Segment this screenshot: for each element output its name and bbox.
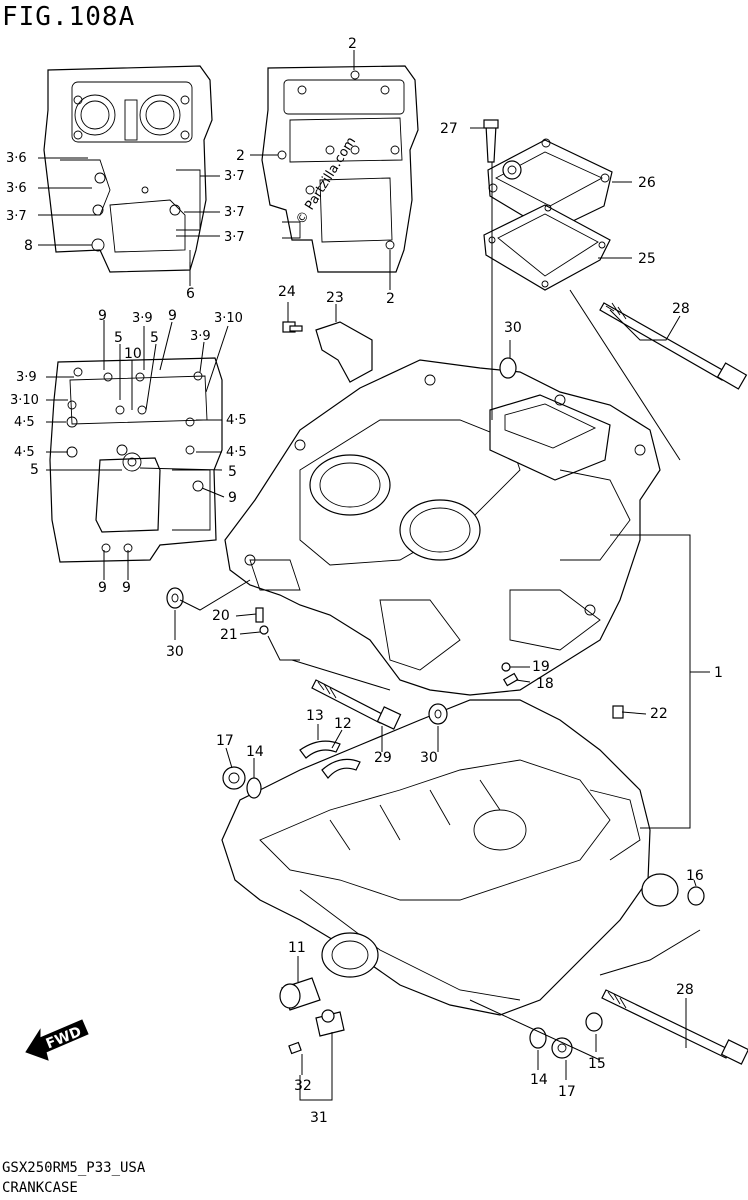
- callout-9: 9: [168, 308, 177, 324]
- callout-28: 28: [672, 301, 690, 317]
- callout-2: 2: [386, 291, 395, 307]
- callout-4-5: 4·5: [14, 445, 35, 460]
- leader-lines: [38, 50, 710, 1101]
- callout-numbers: 2 2 2 3·6 3·6 3·7 3·7 3·7 3·7 8 6 9 3·9 …: [6, 36, 723, 1126]
- inset-lower-left-view: [49, 357, 223, 563]
- callout-11: 11: [288, 940, 306, 956]
- callout-26: 26: [638, 175, 656, 191]
- lower-crankcase: [221, 699, 679, 1016]
- callout-3-7: 3·7: [224, 205, 245, 220]
- callout-16: 16: [686, 868, 704, 884]
- callout-4-5: 4·5: [226, 413, 247, 428]
- callout-9: 9: [228, 490, 237, 506]
- callout-19: 19: [532, 659, 550, 675]
- callout-31: 31: [310, 1110, 328, 1126]
- callout-3-9: 3·9: [190, 329, 211, 344]
- callout-2: 2: [236, 148, 245, 164]
- upper-crankcase: [224, 359, 661, 696]
- callout-3-9: 3·9: [132, 311, 153, 326]
- callout-30: 30: [420, 750, 438, 766]
- callout-2: 2: [348, 36, 357, 52]
- callout-25: 25: [638, 251, 656, 267]
- callout-3-9: 3·9: [16, 370, 37, 385]
- callout-32: 32: [294, 1078, 312, 1094]
- callout-14: 14: [246, 744, 264, 760]
- callout-9: 9: [98, 308, 107, 324]
- callout-13: 13: [306, 708, 324, 724]
- inset-upper-middle-view: [261, 65, 419, 273]
- callout-5: 5: [150, 330, 159, 346]
- callout-5: 5: [228, 464, 237, 480]
- callout-15: 15: [588, 1056, 606, 1072]
- callout-9: 9: [98, 580, 107, 596]
- callout-23: 23: [326, 290, 344, 306]
- callout-24: 24: [278, 284, 296, 300]
- callout-3-6: 3·6: [6, 181, 27, 196]
- callout-4-5: 4·5: [226, 445, 247, 460]
- fwd-arrow: FWD: [25, 1019, 89, 1061]
- callout-30: 30: [504, 320, 522, 336]
- callout-3-6: 3·6: [6, 151, 27, 166]
- callout-3-7: 3·7: [224, 169, 245, 184]
- callout-27: 27: [440, 121, 458, 137]
- inset-upper-left-view: [43, 65, 213, 273]
- callout-8: 8: [24, 238, 33, 254]
- callout-17: 17: [216, 733, 234, 749]
- callout-14: 14: [530, 1072, 548, 1088]
- long-bolt-upper: [599, 302, 748, 390]
- callout-10: 10: [124, 346, 142, 362]
- callout-29: 29: [374, 750, 392, 766]
- callout-28: 28: [676, 982, 694, 998]
- callout-22: 22: [650, 706, 668, 722]
- footer-model-code: GSX250RM5_P33_USA: [2, 1160, 146, 1176]
- callout-18: 18: [536, 676, 554, 692]
- callout-30: 30: [166, 644, 184, 660]
- small-parts: [166, 321, 748, 1065]
- callout-5: 5: [30, 462, 39, 478]
- callout-3-10: 3·10: [214, 311, 243, 326]
- callout-5: 5: [114, 330, 123, 346]
- callout-3-10: 3·10: [10, 393, 39, 408]
- footer-part-name: CRANKCASE: [2, 1180, 78, 1196]
- callout-21: 21: [220, 627, 238, 643]
- callout-1: 1: [714, 665, 723, 681]
- callout-12: 12: [334, 716, 352, 732]
- callout-9: 9: [122, 580, 131, 596]
- oil-pan-cover-assembly: [483, 119, 613, 291]
- callout-20: 20: [212, 608, 230, 624]
- callout-4-5: 4·5: [14, 415, 35, 430]
- callout-3-7: 3·7: [224, 230, 245, 245]
- figure-title: FIG.108A: [2, 2, 136, 32]
- callout-17: 17: [558, 1084, 576, 1100]
- callout-3-7: 3·7: [6, 209, 27, 224]
- callout-6: 6: [186, 286, 195, 302]
